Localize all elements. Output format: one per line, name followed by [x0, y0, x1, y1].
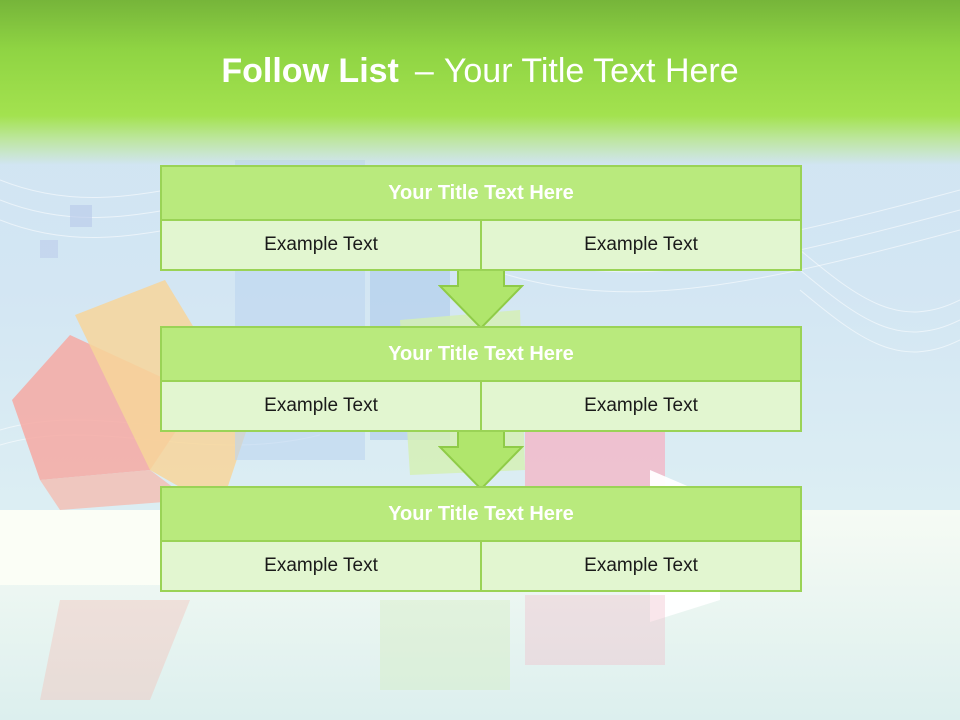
down-arrow-icon — [438, 429, 524, 491]
step-text-left: Example Text — [160, 542, 482, 592]
step-text-right: Example Text — [482, 221, 802, 271]
step-text-right: Example Text — [482, 542, 802, 592]
step-block-1: Your Title Text Here Example Text Exampl… — [160, 165, 802, 271]
step-row: Example Text Example Text — [160, 382, 802, 432]
title-rest: Your Title Text Here — [443, 52, 739, 90]
title-dash: – — [414, 52, 434, 90]
step-block-3: Your Title Text Here Example Text Exampl… — [160, 486, 802, 592]
header-band — [0, 0, 960, 165]
step-text-left: Example Text — [160, 221, 482, 271]
step-row: Example Text Example Text — [160, 542, 802, 592]
step-row: Example Text Example Text — [160, 221, 802, 271]
down-arrow-icon — [438, 268, 524, 330]
step-block-2: Your Title Text Here Example Text Exampl… — [160, 326, 802, 432]
title-bold: Follow List — [221, 52, 399, 90]
step-title: Your Title Text Here — [160, 165, 802, 221]
step-text-left: Example Text — [160, 382, 482, 432]
step-title: Your Title Text Here — [160, 486, 802, 542]
slide-title: Follow List–Your Title Text Here — [0, 52, 960, 91]
step-text-right: Example Text — [482, 382, 802, 432]
step-title: Your Title Text Here — [160, 326, 802, 382]
